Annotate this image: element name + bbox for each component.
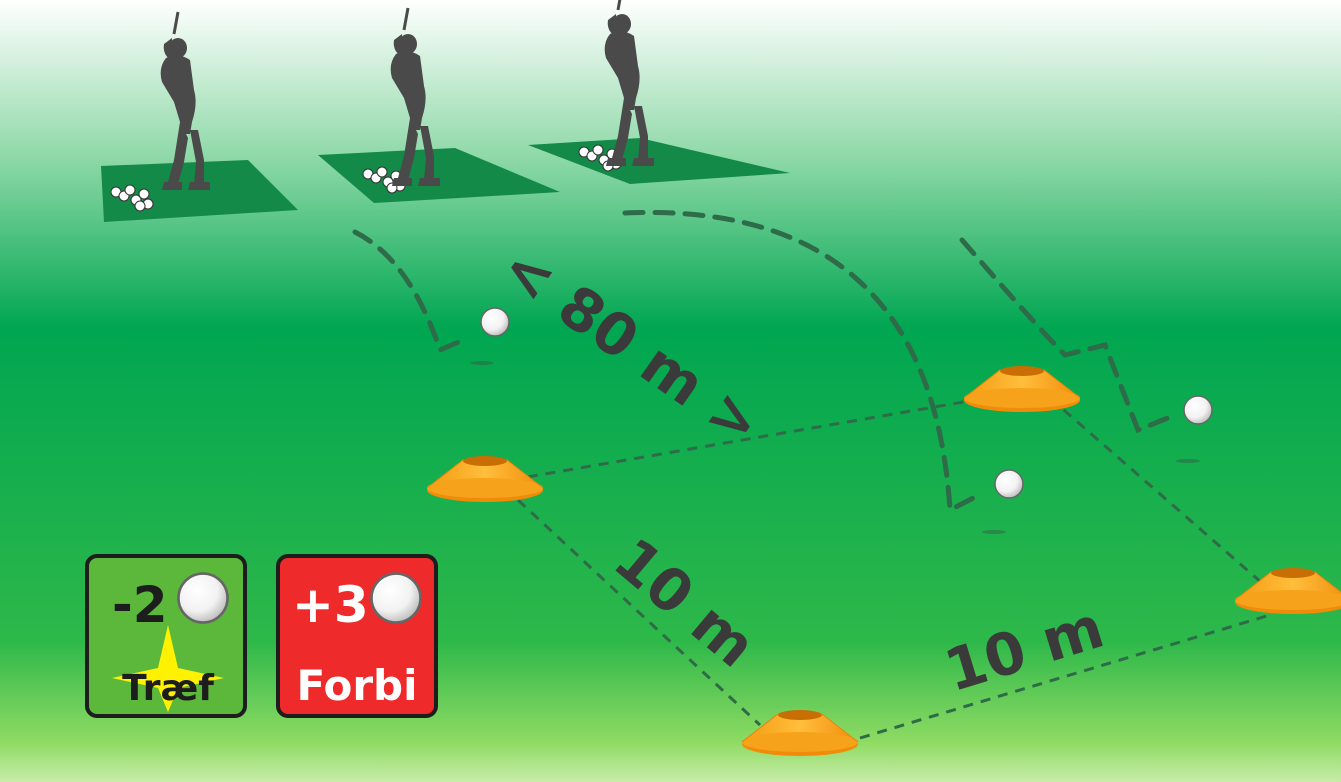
golf-ball-icon — [1184, 396, 1212, 424]
ball-shadow — [1176, 459, 1200, 463]
hit-badge: -2 Træf — [87, 556, 245, 716]
hit-badge-label: Træf — [122, 668, 214, 709]
miss-badge-value: +3 — [292, 576, 369, 634]
golf-ball-icon — [995, 470, 1023, 498]
golf-ball-icon — [481, 308, 509, 336]
ball-shadow — [982, 530, 1006, 534]
hit-badge-value: -2 — [112, 576, 168, 634]
miss-badge: +3 Forbi — [278, 556, 436, 716]
golf-ball-icon — [372, 574, 421, 623]
golf-ball-icon — [179, 574, 228, 623]
miss-badge-label: Forbi — [296, 661, 417, 710]
ball-shadow — [470, 361, 494, 365]
